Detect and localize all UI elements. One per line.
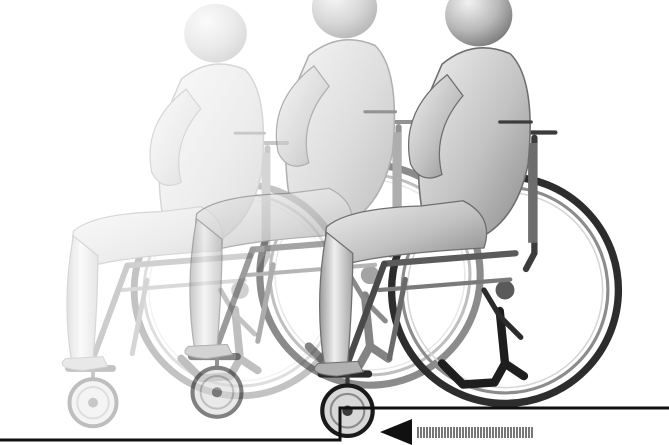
wheelchair-sequence-figure: [0, 0, 669, 445]
figure-canvas: [0, 0, 669, 445]
